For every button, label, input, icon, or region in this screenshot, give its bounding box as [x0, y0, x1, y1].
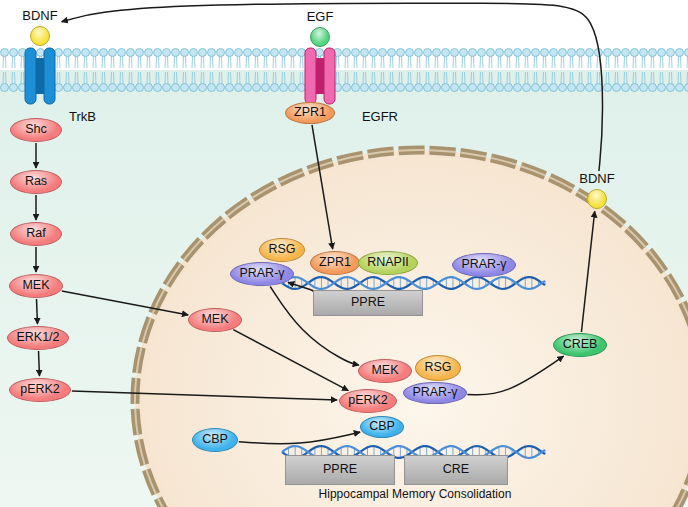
node-label: PRAR-γ [412, 386, 457, 400]
node-label: RNAPII [367, 256, 409, 270]
dna-element-box: PPRE [285, 455, 395, 485]
protein-oval: PRAR-γ [403, 382, 466, 404]
node-label: CRE [443, 463, 469, 477]
ligand-circle [587, 189, 607, 209]
protein-oval: CBP [192, 428, 238, 452]
protein-oval: MEK [358, 359, 412, 383]
node-label: pERK2 [348, 394, 388, 408]
node-label: EGF [307, 10, 334, 24]
node-label: MEK [201, 313, 228, 327]
protein-oval: PRAR-γ [230, 262, 293, 286]
protein-oval: MEK [9, 274, 63, 298]
protein-oval: PRAR-γ [452, 253, 515, 277]
protein-oval: RNAPII [358, 251, 418, 275]
node-label: RSG [268, 243, 295, 257]
node-label: ERK1/2 [16, 331, 59, 345]
ligand-node: BDNF [577, 172, 616, 209]
node-label: CBP [202, 433, 228, 447]
dna-element-box: PPRE [313, 290, 423, 316]
arrow-connector [38, 351, 40, 376]
arrow-connector [312, 125, 333, 249]
protein-oval: ZPR1 [310, 251, 360, 275]
node-label: RSG [424, 361, 451, 375]
receptor-node: TrkB [16, 44, 96, 124]
node-label: BDNF [22, 9, 57, 23]
arrow-connector [62, 291, 188, 315]
ligand-node: EGF [305, 10, 336, 47]
arrow-connector [288, 282, 314, 291]
node-label: BDNF [579, 172, 614, 186]
node-label: CBP [369, 420, 395, 434]
node-label: ZPR1 [294, 106, 326, 120]
arrow-connector [36, 299, 38, 324]
node-label: Ras [25, 175, 47, 189]
protein-oval: CREB [553, 333, 607, 357]
node-label: pERK2 [20, 383, 60, 397]
arrow-connector [35, 195, 37, 220]
node-label: CREB [563, 338, 598, 352]
protein-oval: RSG [415, 355, 460, 381]
arrow-connector [35, 143, 37, 168]
protein-oval: RSG [259, 238, 304, 262]
arrow-connector [581, 211, 594, 332]
node-label: PRAR-γ [239, 267, 284, 281]
protein-oval: pERK2 [339, 389, 397, 413]
node-label: TrkB [69, 110, 96, 124]
node-label: MEK [371, 364, 398, 378]
arrow-connector [467, 356, 563, 395]
node-label: PPRE [351, 296, 385, 310]
arrow-connector [233, 330, 348, 391]
caption-label: Hippocampal Memory Consolidation [319, 487, 512, 501]
protein-oval: Shc [10, 118, 62, 142]
protein-oval: ERK1/2 [7, 326, 69, 350]
dna-element-box: CRE [404, 455, 508, 485]
node-label: Raf [26, 227, 45, 241]
protein-oval: CBP [360, 416, 404, 438]
arrow-connector [35, 247, 37, 272]
node-label: MEK [22, 279, 49, 293]
arrow-connector [239, 432, 360, 444]
ligand-node: BDNF [20, 9, 59, 46]
protein-oval: pERK2 [9, 378, 71, 402]
protein-oval: Ras [10, 170, 62, 194]
arrow-connector [62, 3, 603, 171]
node-label: ZPR1 [319, 256, 351, 270]
node-label: PPRE [323, 463, 357, 477]
protein-oval: MEK [188, 308, 242, 332]
node-label: EGFR [362, 110, 398, 124]
protein-oval: ZPR1 [285, 102, 335, 124]
arrow-connector [72, 391, 337, 400]
ligand-circle [310, 27, 330, 47]
ligand-circle [30, 26, 50, 46]
node-label: Shc [25, 123, 47, 137]
protein-oval: Raf [10, 222, 62, 246]
node-label: PRAR-γ [461, 258, 506, 272]
